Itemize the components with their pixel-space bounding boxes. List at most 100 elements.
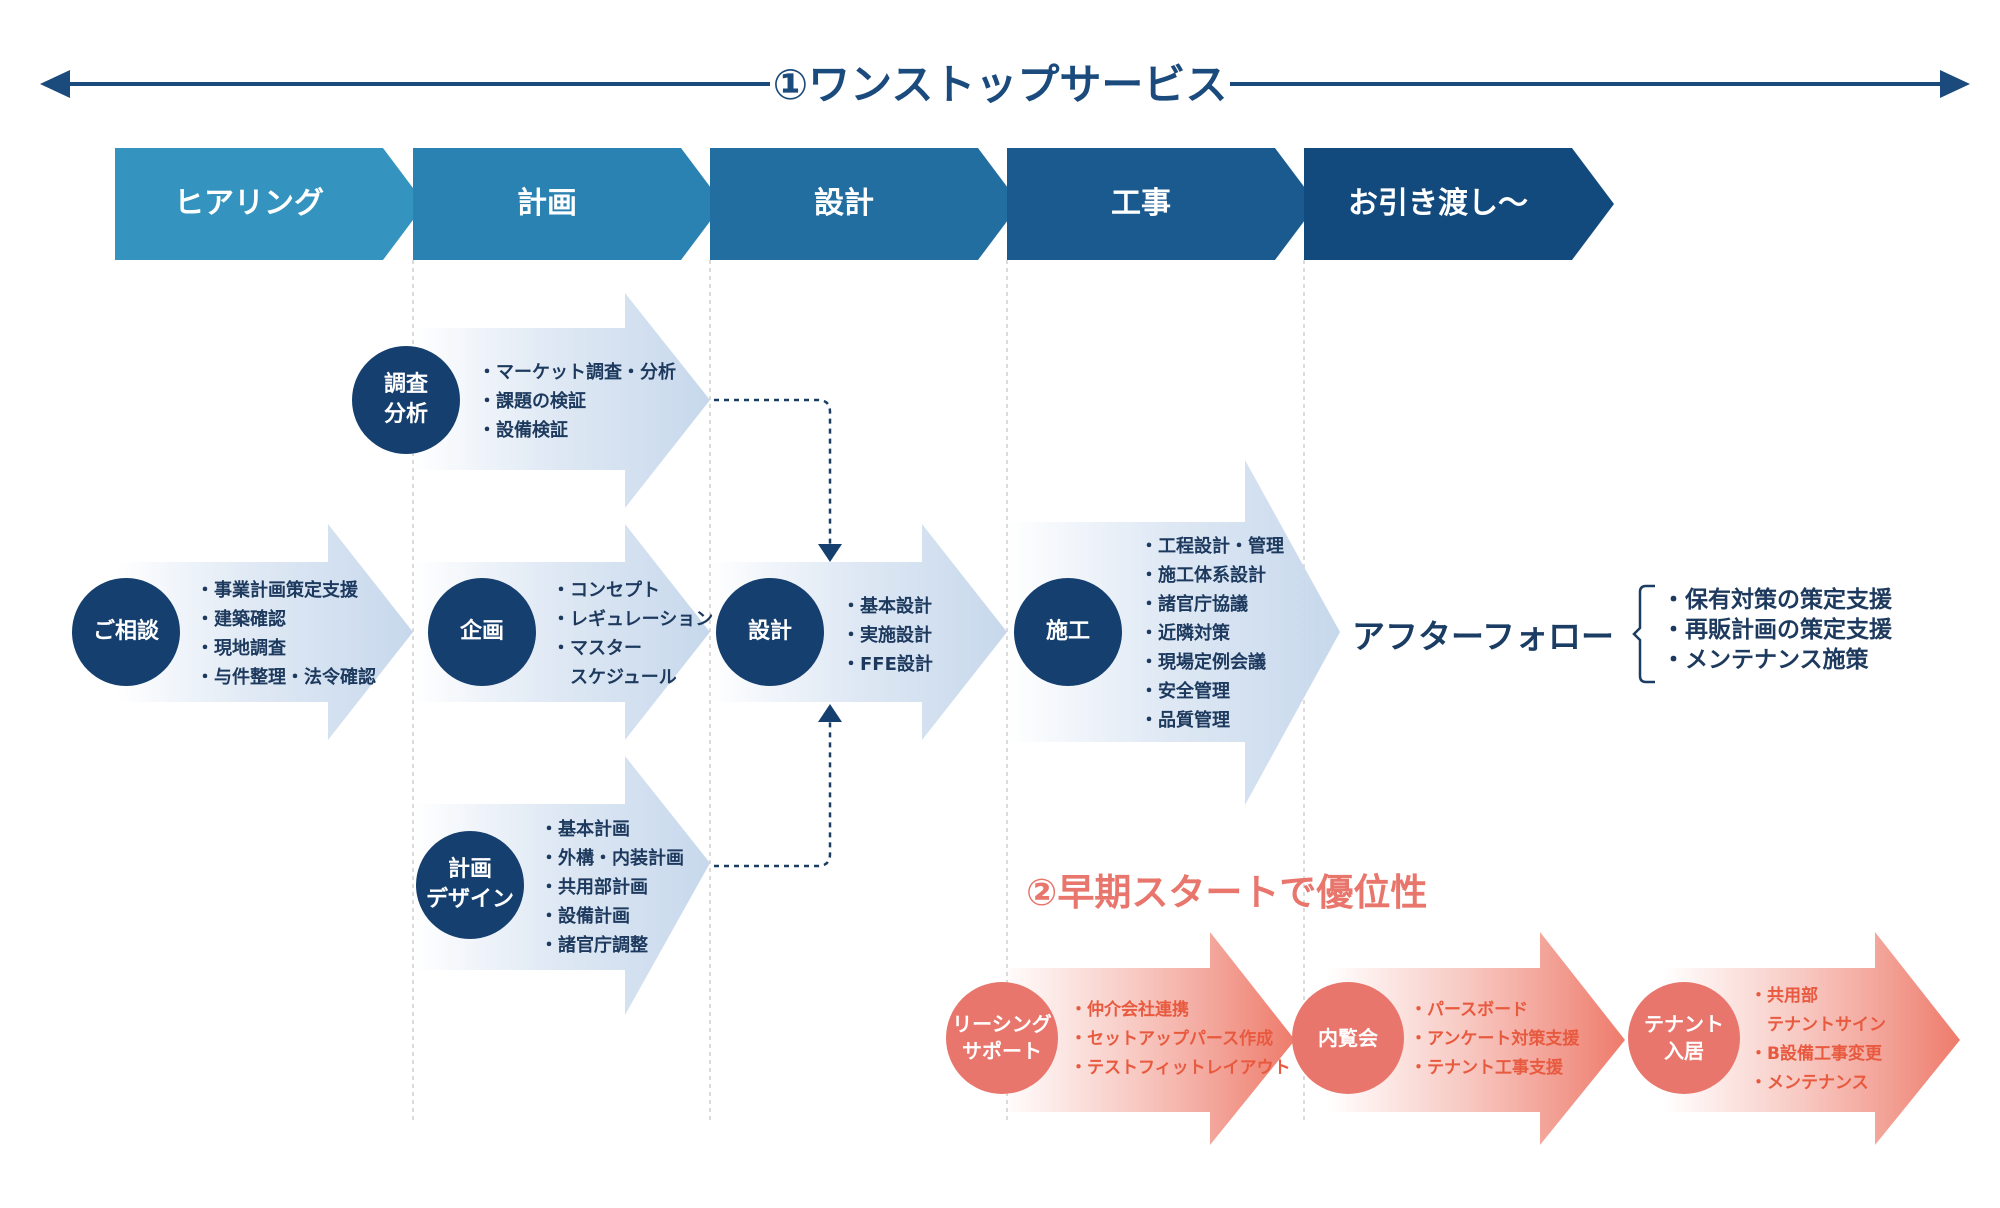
list-item: ・メンテナンス施策 (1662, 647, 1869, 673)
list-item: ・設備計画 (540, 906, 630, 927)
phase-label-design: 設計 (814, 186, 874, 221)
list-plan-design: ・基本計画 ・外構・内装計画 ・共用部計画 ・設備計画 ・諸官庁調整 (540, 815, 684, 960)
connector-arrowhead-up (818, 704, 842, 722)
list-item: ・メンテナンス (1750, 1073, 1869, 1093)
list-item: ・諸官庁調整 (540, 935, 648, 956)
connector-arrowhead-down (818, 544, 842, 562)
list-item: ・マスター (552, 638, 642, 659)
circle-design-line1: 設計 (747, 619, 792, 645)
circle-leasing-line2: サポート (961, 1039, 1042, 1063)
phase-chevron-design (710, 148, 1020, 260)
circle-consult-line1: ご相談 (92, 619, 159, 645)
list-item: ・FFE設計 (842, 654, 933, 675)
list-item: ・仲介会社連携 (1070, 1000, 1189, 1020)
list-item: ・アンケート対策支援 (1410, 1029, 1580, 1049)
circle-plan-design-line1: 計画 (447, 857, 492, 883)
arrow-tenant (1664, 932, 1960, 1145)
list-item: ・レギュレーション (552, 609, 714, 630)
red-step-arrows (1000, 932, 1960, 1145)
list-item: ・基本計画 (540, 819, 630, 840)
phase-chevron-construction (1007, 148, 1317, 260)
arrow-viewing (1327, 932, 1625, 1145)
circle-construction-line1: 施工 (1045, 619, 1090, 645)
circle-leasing-line1: リーシング (952, 1012, 1052, 1036)
list-item: ・品質管理 (1140, 710, 1230, 731)
list-item: ・実施設計 (842, 625, 932, 646)
phase-label-handover: お引き渡し〜 (1348, 186, 1528, 221)
list-item: スケジュール (552, 667, 677, 688)
circle-plan-line1: 企画 (459, 619, 504, 645)
list-item: ・セットアップパース作成 (1070, 1029, 1274, 1049)
list-item: ・マーケット調査・分析 (478, 362, 676, 383)
list-item: ・基本設計 (842, 596, 932, 617)
phase-label-hearing: ヒアリング (174, 186, 324, 221)
after-follow-bracket (1632, 584, 1655, 684)
list-item: ・現場定例会議 (1140, 652, 1266, 673)
list-plan: ・コンセプト ・レギュレーション ・マスター スケジュール (552, 576, 713, 692)
phase-label-plan: 計画 (517, 186, 577, 221)
list-item: ・保有対策の策定支援 (1662, 587, 1892, 613)
blue-step-arrows (116, 293, 1340, 1015)
circle-tenant: テナント入居 (1628, 982, 1740, 1094)
circle-viewing: 内覧会 (1292, 982, 1404, 1094)
list-item: ・テナント工事支援 (1410, 1058, 1563, 1078)
circle-survey-line1: 調査 (383, 372, 428, 398)
list-tenant: ・共用部 テナントサイン ・B設備工事変更 ・メンテナンス (1750, 982, 1886, 1098)
list-item: ・再販計画の策定支援 (1662, 617, 1892, 643)
list-item: ・安全管理 (1140, 681, 1230, 702)
circle-consult: ご相談 (72, 578, 180, 686)
list-item: ・近隣対策 (1140, 623, 1230, 644)
phase-chevron-handover (1304, 148, 1614, 260)
list-consult: ・事業計画策定支援 ・建築確認 ・現地調査 ・与件整理・法令確認 (196, 576, 376, 692)
list-item: ・建築確認 (196, 609, 286, 630)
list-construction: ・工程設計・管理 ・施工体系設計 ・諸官庁協議 ・近隣対策 ・現場定例会議 ・安… (1140, 532, 1284, 735)
list-item: ・共用部 (1750, 986, 1818, 1006)
circle-survey-line2: 分析 (383, 402, 428, 427)
list-item: ・施工体系設計 (1140, 565, 1266, 586)
circle-leasing: リーシングサポート (946, 982, 1058, 1094)
circle-construction: 施工 (1014, 578, 1122, 686)
early-start-title: ②早期スタートで優位性 (1026, 871, 1428, 914)
list-item: ・コンセプト (552, 580, 660, 601)
arrow-plan-design (413, 756, 710, 1015)
phase-chevron-hearing (115, 148, 425, 260)
list-viewing: ・パースボード ・アンケート対策支援 ・テナント工事支援 (1410, 996, 1579, 1083)
list-item: ・諸官庁協議 (1140, 594, 1248, 615)
list-item: ・B設備工事変更 (1750, 1044, 1882, 1064)
list-item: ・与件整理・法令確認 (196, 667, 376, 688)
one-stop-title: ①ワンストップサービス (770, 55, 1230, 115)
arrow-survey (413, 293, 710, 508)
list-item: テナントサイン (1750, 1015, 1886, 1035)
arrow-leasing (1000, 932, 1295, 1145)
list-item: ・共用部計画 (540, 877, 648, 898)
circle-tenant-line2: 入居 (1664, 1039, 1704, 1063)
circle-viewing-line1: 内覧会 (1318, 1025, 1378, 1050)
list-design: ・基本設計 ・実施設計 ・FFE設計 (842, 592, 933, 679)
list-item: ・外構・内装計画 (540, 848, 684, 869)
list-item: ・パースボード (1410, 1000, 1529, 1020)
list-item: ・事業計画策定支援 (196, 580, 358, 601)
circle-tenant-line1: テナント (1644, 1012, 1724, 1036)
arrow-design (710, 524, 1007, 740)
dotted-connectors (714, 398, 832, 868)
after-follow-list: ・保有対策の策定支援 ・再販計画の策定支援 ・メンテナンス施策 (1662, 585, 1892, 675)
circle-plan: 企画 (428, 578, 536, 686)
list-item: ・工程設計・管理 (1140, 536, 1284, 557)
after-follow-title: アフターフォロー (1352, 617, 1615, 656)
list-leasing: ・仲介会社連携 ・セットアップパース作成 ・テストフィットレイアウト (1070, 996, 1291, 1083)
circle-plan-design-line2: デザイン (425, 887, 514, 912)
arrow-consult (116, 524, 413, 740)
circle-design: 設計 (716, 578, 824, 686)
phase-bar (115, 148, 1614, 260)
phase-chevron-plan (413, 148, 723, 260)
list-survey: ・マーケット調査・分析 ・課題の検証 ・設備検証 (478, 358, 676, 445)
list-item: ・課題の検証 (478, 391, 586, 412)
list-item: ・現地調査 (196, 638, 286, 659)
arrow-construction (1007, 460, 1340, 805)
circle-plan-design: 計画デザイン (416, 831, 524, 939)
circle-survey: 調査分析 (352, 346, 460, 454)
list-item: ・テストフィットレイアウト (1070, 1058, 1291, 1078)
list-item: ・設備検証 (478, 420, 568, 441)
phase-label-construction: 工事 (1111, 186, 1171, 221)
